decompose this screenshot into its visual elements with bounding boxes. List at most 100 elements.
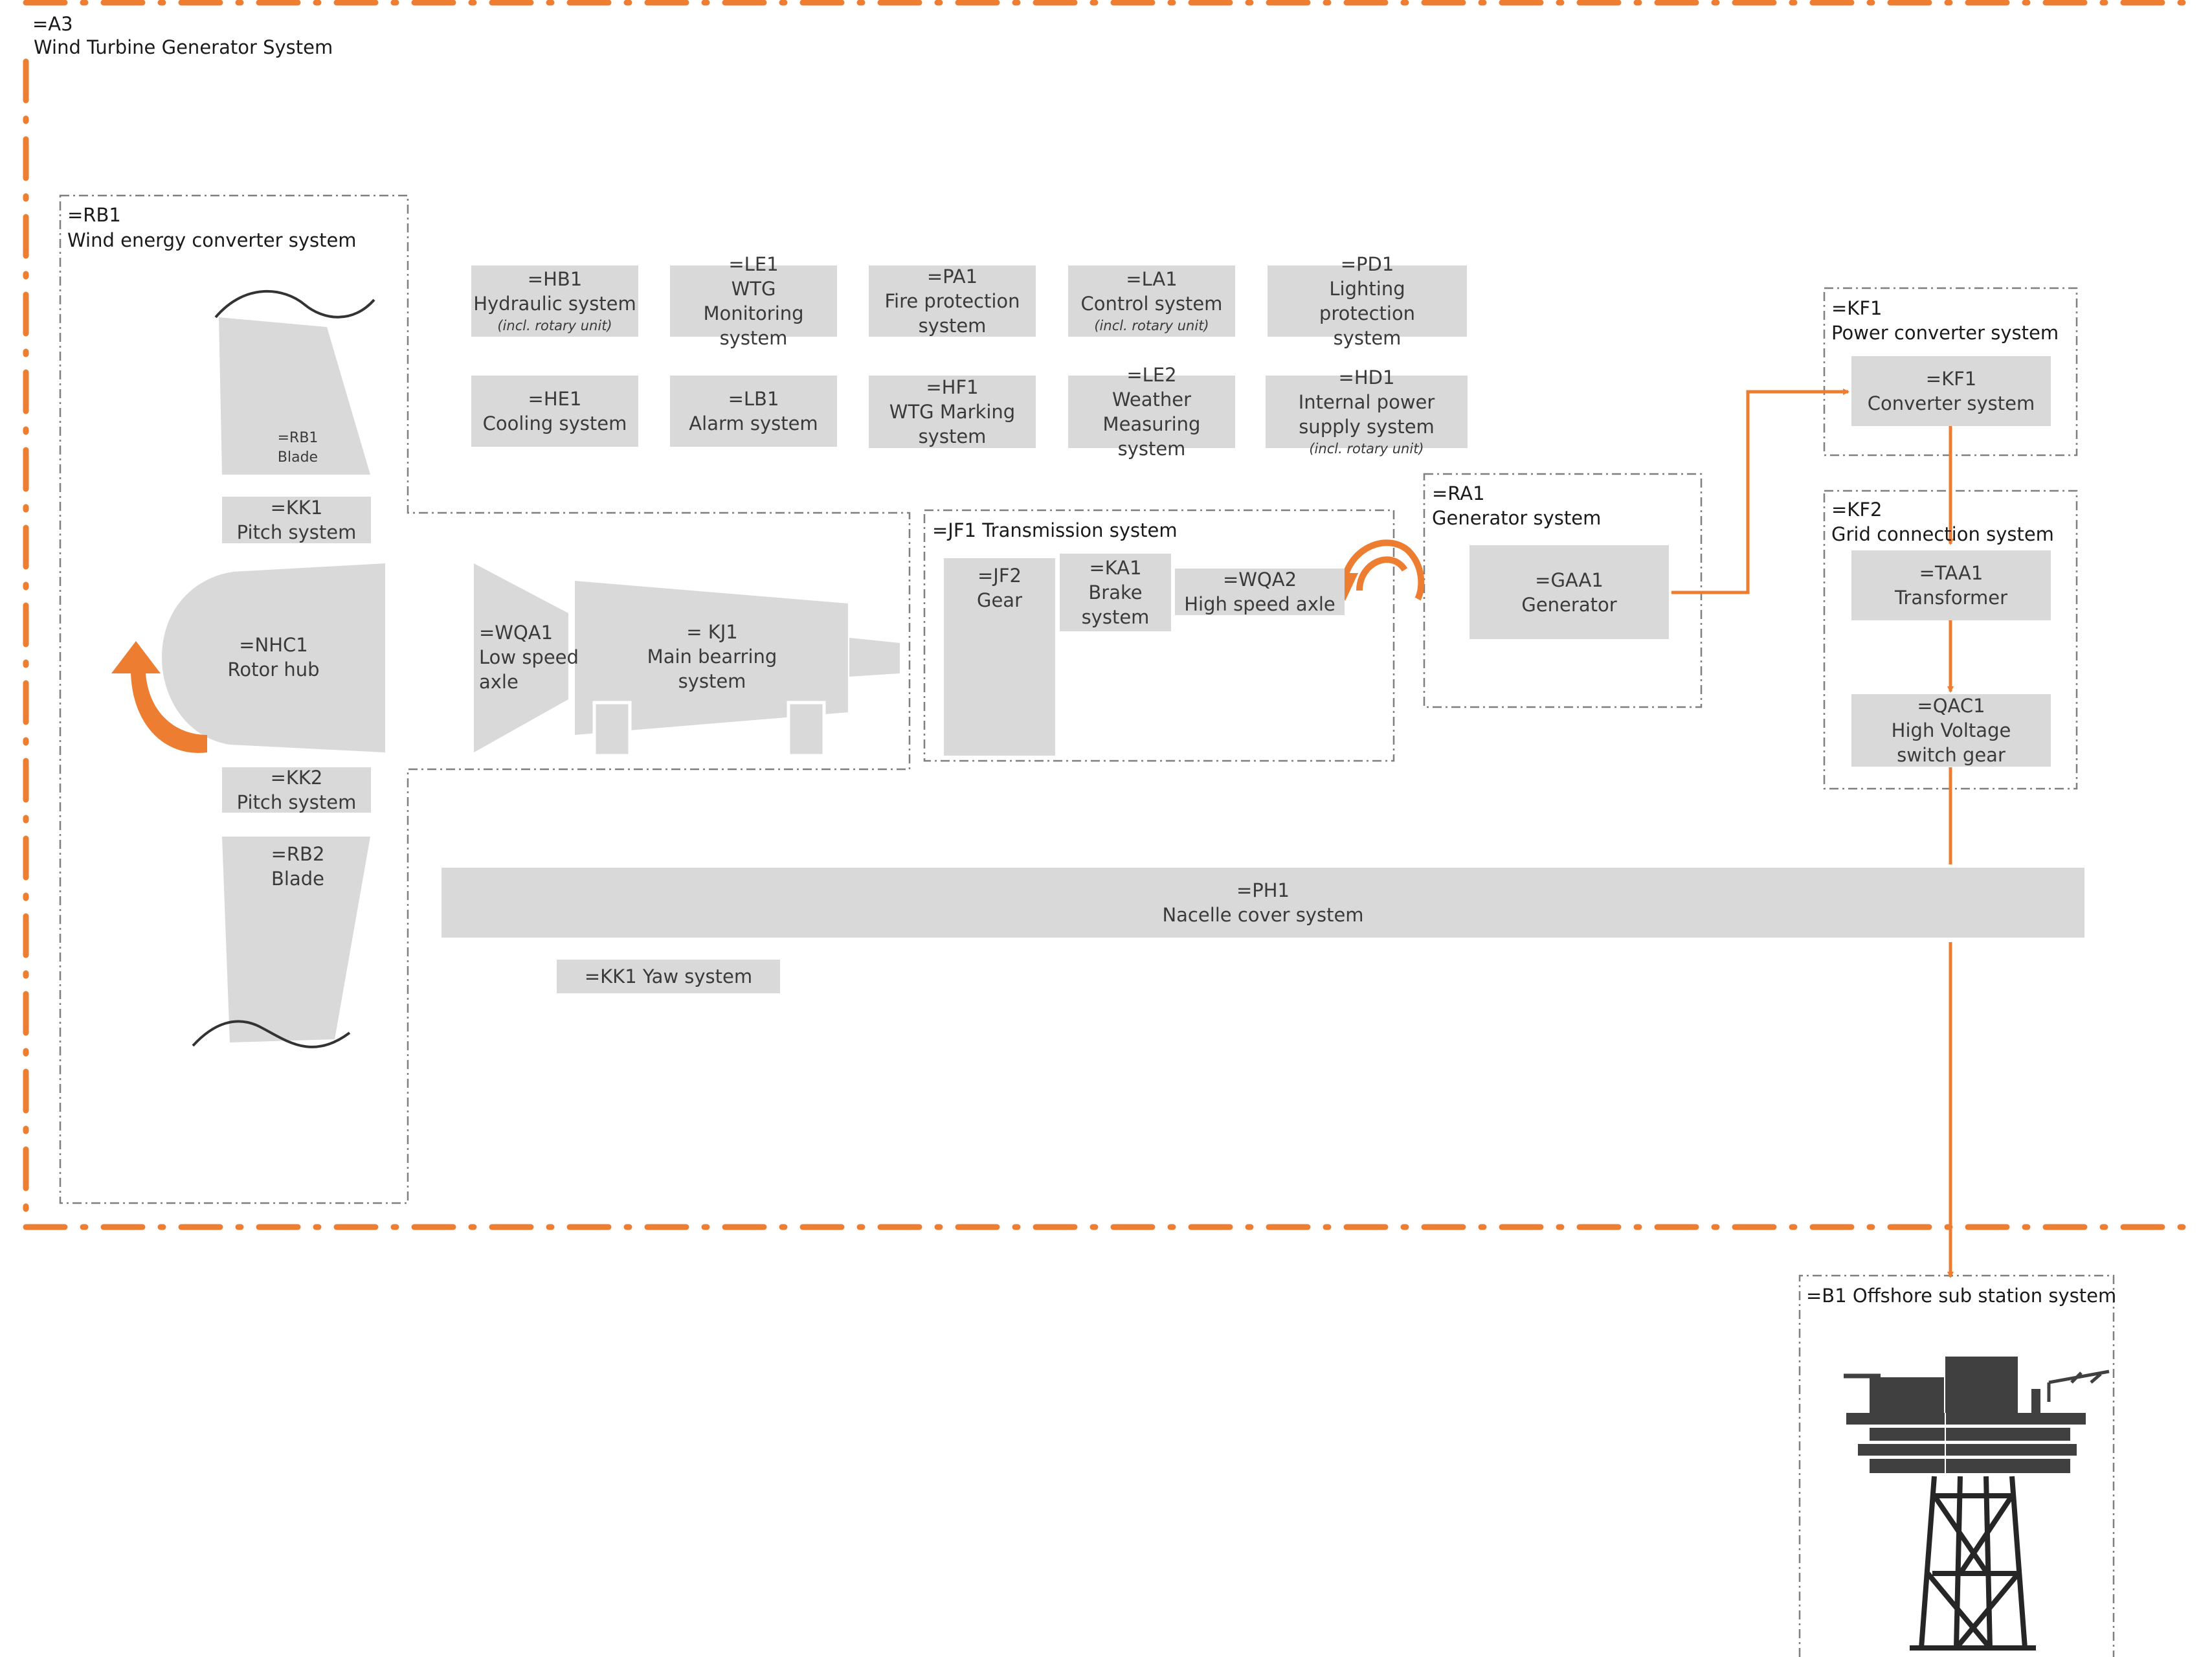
yaw-system-box: =KK1 Yaw system: [557, 960, 780, 993]
row2-2-id: =HF1: [926, 376, 979, 398]
rotor-hub-shape: [162, 563, 385, 752]
main-bearing-label: = KJ1 Main bearring system: [615, 620, 809, 693]
ra1-title: Generator system: [1432, 507, 1602, 529]
yaw-label: =KK1 Yaw system: [584, 965, 753, 987]
row1-1-label: WTG Monitoring system: [703, 278, 804, 349]
wtg-marking-box: =HF1 WTG Marking system: [869, 376, 1036, 448]
row2-4-note: (incl. rotary unit): [1309, 441, 1424, 457]
blade-top-name: Blade: [277, 449, 318, 466]
fire-protection-box: =PA1 Fire protection system: [869, 265, 1036, 337]
wtg-monitoring-box: =LE1 WTG Monitoring system: [670, 253, 837, 349]
wqa1-id: =WQA1: [479, 622, 553, 644]
hub-id: =NHC1: [239, 634, 308, 656]
kf1box-label: Converter system: [1867, 392, 2035, 414]
blade-bottom-name: Blade: [271, 868, 324, 890]
jf2-id: =JF2: [978, 565, 1022, 587]
generator-box: =GAA1 Generator: [1469, 545, 1669, 639]
ra1-id: =RA1: [1432, 482, 1485, 504]
hub-name: Rotor hub: [227, 659, 320, 681]
ka1-line1: Brake: [1088, 581, 1143, 603]
row1-1-id: =LE1: [728, 253, 779, 275]
kj1-line1: Main bearring: [647, 646, 777, 668]
taa1-label: Transformer: [1894, 587, 2007, 609]
pitch-system-kk2: =KK2 Pitch system: [222, 767, 371, 813]
row2-0-label: Cooling system: [482, 412, 627, 434]
row2-3-label: Weather Measuring system: [1102, 389, 1201, 460]
kk1-id: =KK1: [270, 497, 323, 519]
kf2-id: =KF2: [1831, 499, 1882, 521]
kk1-label: Pitch system: [236, 521, 357, 543]
blade-top-id: =RB1: [277, 430, 318, 446]
bearing-foot-right: [787, 701, 826, 758]
hub-rotation-arrow: [111, 641, 207, 753]
brake-system-box: =KA1 Brake system: [1060, 554, 1171, 631]
outer-title: Wind Turbine Generator System: [34, 36, 333, 58]
internal-power-supply-box: =HD1 Internal power supply system (incl.…: [1266, 366, 1468, 457]
taa1-id: =TAA1: [1919, 562, 1983, 584]
alarm-system-box: =LB1 Alarm system: [670, 376, 837, 447]
ph1-label: Nacelle cover system: [1162, 904, 1364, 926]
ra1-frame: [1423, 473, 1703, 708]
row2-1-label: Alarm system: [689, 412, 818, 434]
row1-2-label: Fire protection system: [884, 290, 1020, 337]
low-speed-axle-label: =WQA1 Low speed axle: [479, 620, 579, 694]
kj1-line2: system: [678, 670, 746, 692]
blade-bottom-shape: [222, 837, 370, 1043]
high-speed-axle-box: =WQA2 High speed axle: [1175, 569, 1345, 615]
gear-box: =JF2 Gear: [944, 558, 1055, 756]
rotor-hub-label: =NHC1 Rotor hub: [214, 633, 333, 682]
rb1-id: =RB1: [67, 204, 121, 226]
kf1-id: =KF1: [1831, 297, 1882, 319]
jf1-title: =JF1 Transmission system: [932, 519, 1178, 541]
wqa1-line2: axle: [479, 671, 519, 693]
lighting-protection-box: =PD1 Lighting protection system: [1268, 253, 1467, 349]
qac1-id: =QAC1: [1917, 695, 1985, 717]
weather-measuring-box: =LE2 Weather Measuring system: [1068, 364, 1235, 460]
gaa1-label: Generator: [1521, 593, 1617, 616]
row1-2-id: =PA1: [926, 265, 978, 287]
row1-3-id: =LA1: [1126, 268, 1178, 290]
rb1-title: Wind energy converter system: [67, 229, 357, 251]
row1-4-id: =PD1: [1340, 253, 1394, 275]
row1-3-label: Control system: [1080, 293, 1223, 315]
main-bearing-shape: [575, 581, 848, 735]
ka1-id: =KA1: [1089, 557, 1142, 579]
control-system-box: =LA1 Control system (incl. rotary unit): [1068, 265, 1235, 337]
row2-4-label: Internal power supply system: [1298, 391, 1435, 438]
jf1-frame: [923, 509, 1395, 762]
row1-0-note: (incl. rotary unit): [497, 318, 612, 333]
ka1-line2: system: [1081, 606, 1150, 628]
blade-bottom-id: =RB2: [271, 843, 325, 865]
row2-4-id: =HD1: [1338, 366, 1395, 389]
kf1-title: Power converter system: [1831, 322, 2059, 344]
wqa2-label: High speed axle: [1184, 593, 1335, 615]
qac1-line2: switch gear: [1897, 744, 2005, 766]
shaft-end-shape: [849, 638, 900, 677]
offshore-substation-icon: [1844, 1357, 2110, 1651]
jf2-label: Gear: [976, 589, 1022, 611]
row1-3-note: (incl. rotary unit): [1094, 318, 1209, 333]
nacelle-cover-box: =PH1 Nacelle cover system: [441, 868, 2084, 938]
low-speed-axle-shape: [474, 563, 568, 752]
row2-3-id: =LE2: [1126, 364, 1177, 386]
transformer-box: =TAA1 Transformer: [1851, 550, 2051, 620]
row1-4-label: Lighting protection system: [1319, 278, 1416, 349]
blade-top-wave: [214, 290, 375, 319]
row2-2-label: WTG Marking system: [889, 401, 1016, 447]
hydraulic-system-box: =HB1 Hydraulic system (incl. rotary unit…: [471, 265, 638, 337]
kf2-title: Grid connection system: [1831, 523, 2054, 545]
row2-0-id: =HE1: [528, 388, 582, 410]
blade-bottom-wave: [192, 1020, 351, 1048]
ph1-id: =PH1: [1236, 879, 1290, 901]
wqa2-id: =WQA2: [1222, 569, 1297, 591]
rb1-frame: [59, 194, 911, 1204]
blade-bottom-label: =RB2 Blade: [246, 842, 350, 891]
kj1-id: = KJ1: [686, 621, 738, 643]
row1-0-id: =HB1: [527, 268, 583, 290]
converter-system-box: =KF1 Converter system: [1851, 356, 2051, 426]
high-speed-rotation-arrows: [1340, 539, 1425, 601]
row1-0-label: Hydraulic system: [473, 293, 636, 315]
b1-title: =B1 Offshore sub station system: [1806, 1285, 2117, 1307]
b1-frame: [1798, 1274, 2115, 1657]
